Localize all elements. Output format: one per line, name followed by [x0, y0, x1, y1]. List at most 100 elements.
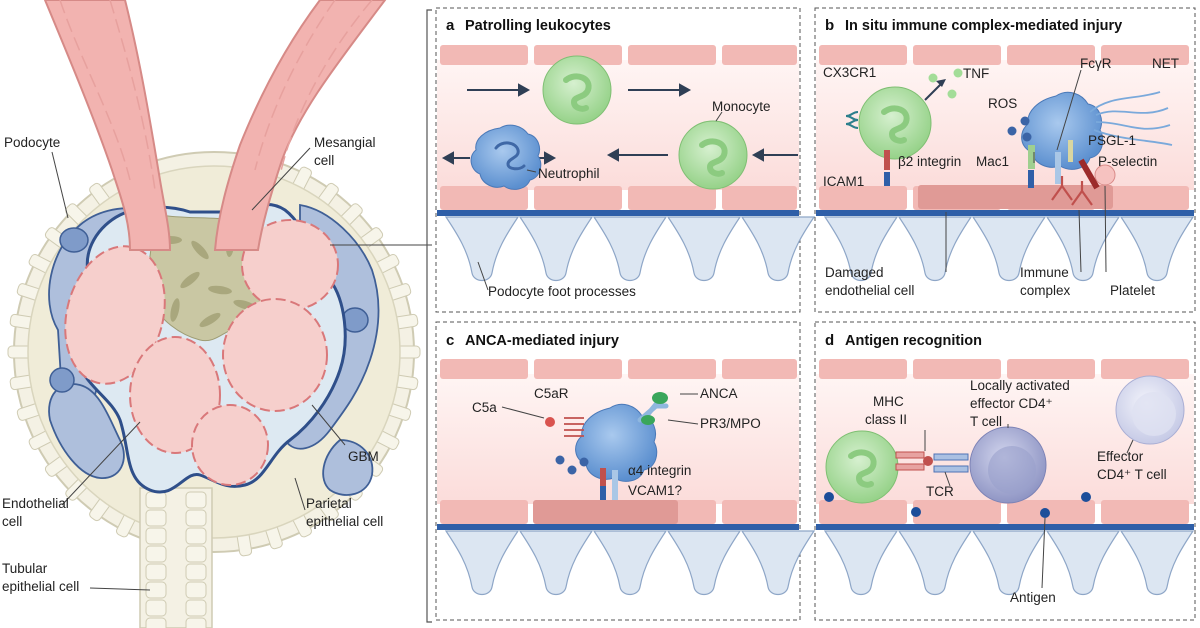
label-platelet: Platelet	[1110, 283, 1155, 298]
panel-a-title: Patrolling leukocytes	[465, 18, 611, 34]
label-p-selectin: P-selectin	[1098, 154, 1157, 169]
neutrophil-cell	[470, 124, 542, 190]
tubular-cell	[185, 599, 207, 617]
damaged-endothelial-cell	[918, 185, 1113, 209]
vcam1	[600, 486, 606, 500]
fcgr	[1055, 152, 1061, 184]
monocyte-cell	[678, 120, 748, 190]
tubular-cell	[145, 563, 167, 581]
panel-d: d Antigen recognition	[824, 332, 1185, 605]
effector-t-cell	[1115, 375, 1185, 445]
endothelial-cell	[1101, 359, 1189, 379]
label-pr3-mpo: PR3/MPO	[700, 416, 761, 431]
endothelial-cell	[628, 359, 716, 379]
label-tubular-1: Tubular	[2, 561, 48, 576]
endothelial-cell	[722, 500, 797, 524]
label-net: NET	[1152, 56, 1179, 71]
glomerulus-illustration: Podocyte Mesangial cell GBM Endothelial …	[2, 0, 432, 628]
b2-integrin	[884, 150, 890, 170]
endothelial-cell	[722, 45, 797, 65]
icam1-b	[1028, 170, 1034, 188]
leader-lines	[924, 424, 1134, 589]
endothelial-cell	[819, 359, 907, 379]
antigen-particles	[824, 492, 1091, 518]
label-tnf: TNF	[963, 66, 989, 81]
label-c5ar: C5aR	[534, 386, 569, 401]
mesangial-cell	[199, 312, 221, 328]
label-gbm: GBM	[348, 449, 379, 464]
endothelial-cell	[1007, 45, 1095, 65]
icam1	[884, 172, 890, 186]
endothelial-cell	[722, 186, 797, 210]
label-endothelial-2: cell	[2, 514, 22, 529]
tubular-cell	[145, 491, 167, 509]
panel-frames	[435, 7, 1196, 621]
leader-line	[715, 111, 723, 122]
arterioles	[43, 0, 387, 251]
tubular-cell	[145, 617, 167, 628]
endothelial-cell	[534, 186, 622, 210]
tubular-epithelial-cells	[145, 491, 207, 628]
label-vcam1: VCAM1?	[628, 483, 682, 498]
endothelial-cell	[913, 45, 1001, 65]
endothelial-cell	[722, 359, 797, 379]
label-monocyte: Monocyte	[712, 99, 771, 114]
activated-endothelium	[533, 500, 678, 524]
leader-lines	[945, 69, 1107, 273]
gbm-layer	[816, 210, 1194, 216]
gbm-layer	[437, 524, 799, 530]
label-mhc-1: MHC	[873, 394, 904, 409]
locally-activated-t-cell	[969, 426, 1047, 504]
tubular-cell	[145, 527, 167, 545]
endothelial-cell	[440, 186, 528, 210]
tubular-cell	[185, 617, 207, 628]
tubular-cell	[185, 563, 207, 581]
leader-line	[477, 261, 489, 291]
endothelial-cell	[440, 359, 528, 379]
endothelial-cell	[534, 359, 622, 379]
panel-d-tag: d	[825, 332, 834, 349]
anca-antibody	[637, 399, 669, 423]
psgl1	[1068, 140, 1073, 162]
panel-a: a Patrolling leukocytes Monocyte Neutrop…	[441, 17, 798, 299]
label-c5a: C5a	[472, 400, 497, 415]
label-icam1: ICAM1	[823, 174, 864, 189]
receptor	[612, 470, 618, 500]
gbm-layer	[437, 210, 799, 216]
label-tcr: TCR	[926, 484, 954, 499]
label-local-2: effector CD4⁺	[970, 396, 1053, 411]
label-mesangial-1: Mesangial	[314, 135, 376, 150]
gbm-layer	[816, 524, 1194, 530]
label-endothelial-1: Endothelial	[2, 496, 69, 511]
mac1	[1028, 145, 1035, 169]
flow-arrows	[441, 83, 798, 165]
label-cx3cr1: CX3CR1	[823, 65, 876, 80]
label-effector-2: CD4⁺ T cell	[1097, 467, 1167, 482]
tubular-cell	[185, 581, 207, 599]
net-strands	[1089, 91, 1173, 146]
mesangial-cell	[208, 285, 232, 295]
p-selectin	[1078, 158, 1100, 190]
mesangial-cell	[191, 240, 209, 260]
label-antigen: Antigen	[1010, 590, 1056, 605]
ros-molecules	[555, 455, 589, 475]
platelet	[1094, 164, 1116, 186]
neutrophil-cell	[1021, 91, 1104, 170]
tubular-cell	[185, 509, 207, 527]
panel-c-title: ANCA-mediated injury	[465, 333, 619, 349]
tubular-cell	[145, 545, 167, 563]
tubular-cell	[185, 527, 207, 545]
label-immune-2: complex	[1020, 283, 1071, 298]
endothelial-cell	[1007, 500, 1095, 524]
label-mhc-2: class II	[865, 412, 907, 427]
label-foot-processes: Podocyte foot processes	[488, 284, 636, 299]
label-parietal-1: Parietal	[306, 496, 352, 511]
endothelial-cell	[628, 45, 716, 65]
label-anca: ANCA	[700, 386, 738, 401]
tubular-cell	[185, 545, 207, 563]
label-mesangial-2: cell	[314, 153, 334, 168]
immune-complex	[1051, 176, 1093, 206]
endothelial-cell	[913, 359, 1001, 379]
antigen-presenting-cell	[825, 430, 899, 504]
